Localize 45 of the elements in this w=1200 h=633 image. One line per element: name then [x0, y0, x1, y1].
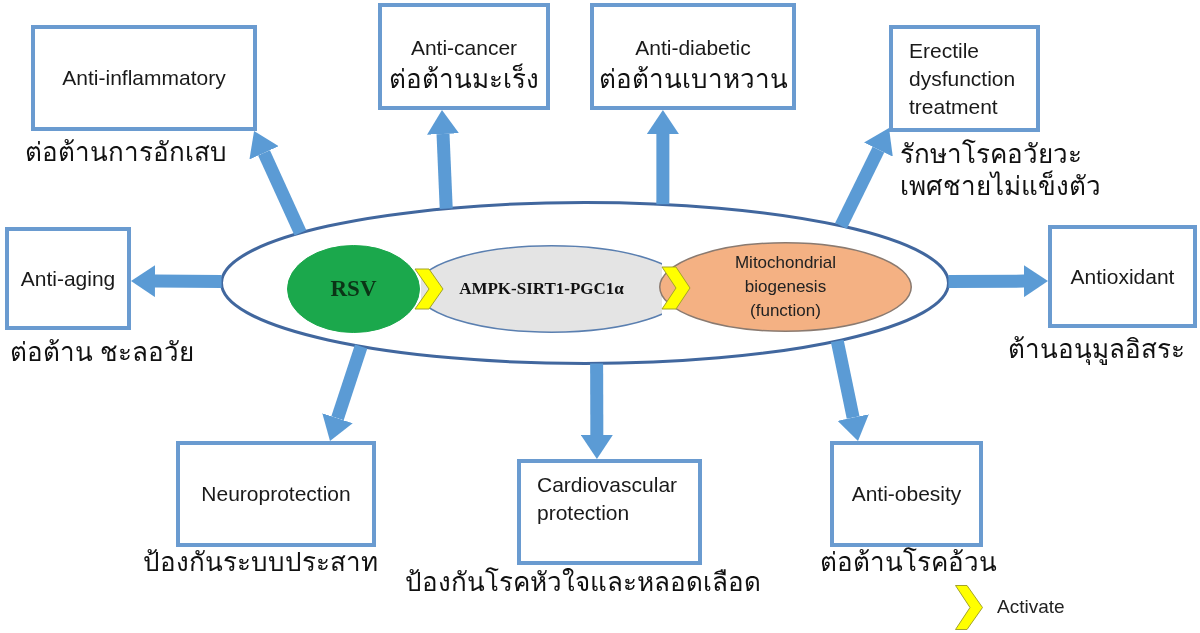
block-arrow — [427, 110, 459, 209]
caption-text: ต่อต้านการอักเสบ — [25, 136, 227, 168]
box-label: Anti-cancer — [410, 34, 518, 61]
outcome-box — [378, 3, 550, 110]
outcome-box — [830, 441, 983, 547]
outcome-box — [590, 3, 796, 110]
outer-oval — [220, 201, 950, 365]
outcome-box — [889, 25, 1040, 132]
box-label: Anti-diabetic — [635, 34, 751, 61]
oval-node — [287, 245, 420, 333]
box-label: Anti-inflammatory — [62, 65, 226, 91]
box-label: ต่อต้านมะเร็ง — [389, 62, 539, 96]
block-arrow — [835, 128, 893, 229]
outcome-box — [5, 227, 131, 330]
chevron-arrow — [661, 266, 691, 310]
caption-text: ต่อต้าน ชะลอวัย — [10, 336, 195, 368]
box-label: Antioxidant — [1070, 263, 1175, 290]
outcome-box — [31, 25, 257, 131]
block-arrow — [131, 265, 222, 298]
node-label: Mitochondrial biogenesis (function) — [733, 252, 838, 322]
outcome-box — [1048, 225, 1197, 328]
caption-text: ต่อต้านโรคอ้วน — [820, 546, 997, 578]
box-label: Erectile dysfunction treatment — [909, 37, 1017, 120]
caption-text: ป้องกันโรคหัวใจและหลอดเลือด — [405, 566, 761, 598]
box-label: Anti-obesity — [851, 481, 962, 507]
block-arrow — [322, 344, 368, 441]
block-arrow — [830, 339, 869, 441]
block-arrow — [948, 265, 1048, 298]
outcome-box — [517, 459, 702, 565]
caption-text: ต้านอนุมูลอิสระ — [1008, 333, 1185, 365]
oval-node — [659, 242, 912, 332]
outcome-box — [176, 441, 376, 547]
block-arrow — [646, 110, 679, 205]
chevron-arrow — [414, 268, 444, 310]
node-label: AMPK-SIRT1-PGC1α — [459, 278, 624, 301]
box-label: Cardiovascular protection — [537, 472, 679, 526]
block-arrow — [580, 363, 613, 459]
box-label: Neuroprotection — [201, 481, 351, 507]
legend-label: Activate — [997, 595, 1065, 620]
caption-text: ป้องกันระบบประสาท — [143, 546, 378, 578]
block-arrow — [249, 131, 307, 236]
box-label: Anti-aging — [20, 265, 116, 292]
node-label: RSV — [330, 274, 377, 303]
caption-text: รักษาโรคอวัยวะเพศชายไม่แข็งตัว — [900, 138, 1102, 202]
box-label: ต่อต้านเบาหวาน — [598, 62, 788, 96]
